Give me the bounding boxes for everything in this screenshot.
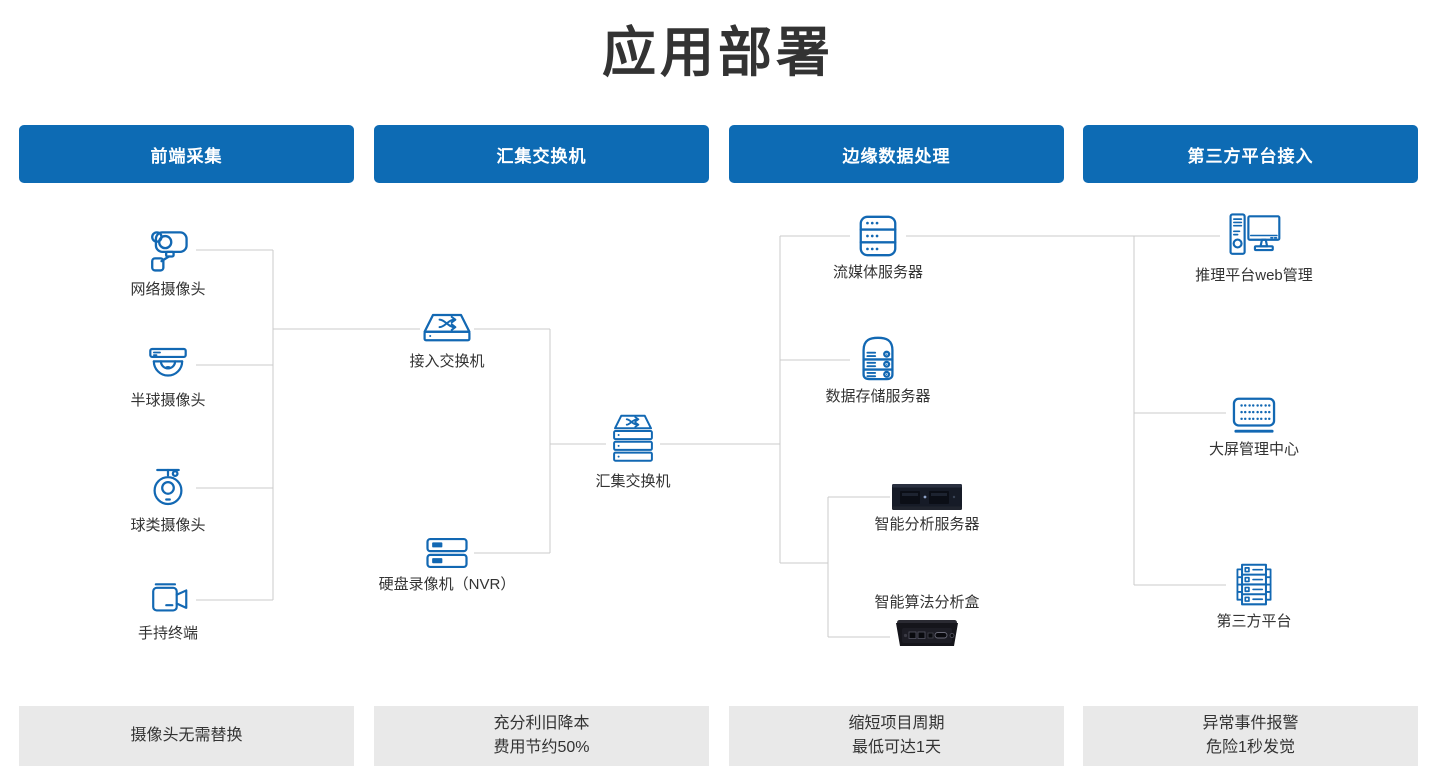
node-network-camera: 网络摄像头: [93, 224, 243, 299]
node-aggregation-switch: 汇集交换机: [558, 412, 708, 491]
node-analysis-server: 智能分析服务器: [847, 483, 1007, 534]
benefit-line: 缩短项目周期: [848, 715, 945, 732]
benefit-line: 最低可达1天: [852, 739, 941, 756]
benefit-line: 异常事件报警: [1202, 715, 1299, 732]
column-header-thirdparty: 第三方平台接入: [1083, 125, 1418, 183]
benefit-line: 充分利旧降本: [493, 715, 590, 732]
column-header-label: 前端采集: [150, 146, 223, 166]
node-label: 手持终端: [137, 625, 198, 642]
node-handheld-terminal: 手持终端: [93, 580, 243, 643]
node-access-switch: 接入交换机: [372, 310, 522, 371]
benefit-panel-thirdparty: 异常事件报警 危险1秒发觉: [1083, 706, 1418, 766]
switch-icon: [419, 310, 475, 348]
node-label: 推理平台web管理: [1195, 267, 1313, 284]
column-header-label: 汇集交换机: [496, 146, 587, 166]
node-streaming-server: 流媒体服务器: [803, 213, 953, 282]
node-label: 智能分析服务器: [874, 516, 980, 533]
column-header-switch: 汇集交换机: [374, 125, 709, 183]
node-dome-camera: 半球摄像头: [93, 341, 243, 410]
dome-camera-icon: [143, 341, 193, 387]
node-label: 智能算法分析盒: [874, 594, 980, 611]
node-label: 半球摄像头: [130, 392, 206, 409]
nvr-icon: [421, 535, 473, 571]
node-label: 数据存储服务器: [825, 388, 931, 405]
benefit-panel-edge: 缩短项目周期 最低可达1天: [729, 706, 1064, 766]
node-label: 接入交换机: [409, 353, 485, 370]
storage-server-icon: [851, 333, 905, 383]
node-label: 球类摄像头: [130, 517, 206, 534]
page-title: 应用部署: [602, 23, 834, 83]
benefit-panel-frontend: 摄像头无需替换: [19, 706, 354, 766]
column-header-label: 第三方平台接入: [1187, 146, 1314, 166]
node-label: 大屏管理中心: [1208, 441, 1299, 458]
node-nvr: 硬盘录像机（NVR）: [362, 535, 532, 594]
column-header-edge: 边缘数据处理: [729, 125, 1064, 183]
node-ball-camera: 球类摄像头: [93, 462, 243, 535]
node-label: 汇集交换机: [595, 473, 671, 490]
benefit-line: 费用节约50%: [493, 739, 590, 756]
led-screen-icon: [1227, 394, 1281, 436]
benefit-panel-switch: 充分利旧降本 费用节约50%: [374, 706, 709, 766]
column-header-label: 边缘数据处理: [842, 146, 951, 166]
node-storage-server: 数据存储服务器: [803, 333, 953, 406]
node-label: 硬盘录像机（NVR）: [378, 576, 516, 593]
node-web-management: 推理平台web管理: [1174, 210, 1334, 285]
desktop-computer-icon: [1224, 210, 1284, 262]
stacked-switch-icon: [606, 412, 660, 468]
ball-camera-icon: [143, 462, 193, 512]
camcorder-icon: [143, 580, 193, 620]
bullet-camera-icon: [142, 224, 194, 276]
server-rack-icon: [851, 213, 905, 259]
analysis-box-image: [892, 618, 962, 648]
benefit-line: 危险1秒发觉: [1206, 739, 1295, 756]
benefit-line: 摄像头无需替换: [130, 727, 243, 744]
platform-server-icon: [1228, 562, 1280, 608]
node-big-screen-center: 大屏管理中心: [1179, 394, 1329, 459]
column-header-frontend: 前端采集: [19, 125, 354, 183]
node-label: 网络摄像头: [130, 281, 206, 298]
node-third-party-platform: 第三方平台: [1179, 562, 1329, 631]
node-analysis-box: 智能算法分析盒: [847, 594, 1007, 648]
node-label: 第三方平台: [1216, 613, 1292, 630]
node-label: 流媒体服务器: [832, 264, 923, 281]
analysis-server-image: [892, 483, 962, 511]
